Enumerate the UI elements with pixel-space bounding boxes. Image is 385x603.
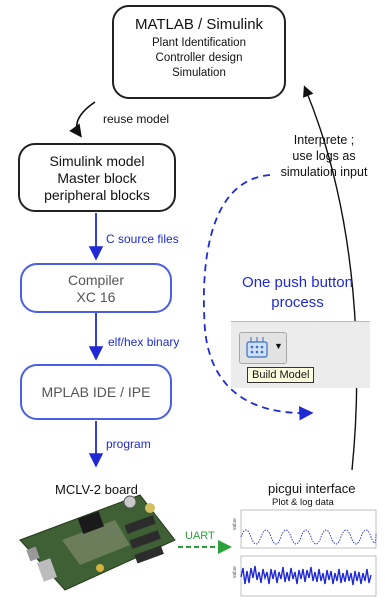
svg-text:value: value <box>232 566 238 578</box>
build-model-tooltip: Build Model <box>247 367 315 383</box>
dropdown-arrow-icon[interactable]: ▼ <box>274 341 283 351</box>
simulink-box: Simulink model Master block peripheral b… <box>18 143 176 212</box>
compiler-box: Compiler XC 16 <box>20 263 172 313</box>
matlab-line-3: Simulation <box>172 67 226 79</box>
simulink-line-1: Simulink model <box>49 153 145 169</box>
picgui-title: picgui interface <box>268 481 356 496</box>
mplab-title: MPLAB IDE / IPE <box>41 384 151 400</box>
c-source-label: C source files <box>106 232 179 246</box>
feedback-arc <box>303 85 358 471</box>
program-label: program <box>106 437 151 451</box>
matlab-box: MATLAB / Simulink Plant Identification C… <box>112 5 286 99</box>
build-model-button[interactable]: ▼ <box>239 332 287 364</box>
one-push-label: One push button process <box>215 273 380 313</box>
board-label: MCLV-2 board <box>55 482 138 497</box>
picgui-plots: value value <box>232 509 377 597</box>
board-image <box>19 494 176 591</box>
interprete-line-1: Interprete ; <box>293 133 355 147</box>
plot-top-trace <box>240 529 377 545</box>
svg-text:value: value <box>232 518 238 530</box>
interprete-label: Interprete ; use logs as simulation inpu… <box>265 132 383 180</box>
one-push-line-1: One push button <box>242 274 353 291</box>
simulink-line-2: Master block <box>57 170 137 186</box>
simulink-line-3: peripheral blocks <box>44 187 150 203</box>
picgui-subtitle: Plot & log data <box>272 497 334 508</box>
toolbar-snippet: ▼ Build Model <box>231 321 370 388</box>
matlab-title: MATLAB / Simulink <box>134 16 264 33</box>
build-icon <box>246 337 268 358</box>
reuse-arrow <box>69 101 96 138</box>
reuse-model-label: reuse model <box>103 112 170 126</box>
elf-label: elf/hex binary <box>108 335 180 349</box>
interprete-line-3: simulation input <box>280 165 368 179</box>
one-push-loop <box>202 174 314 421</box>
matlab-line-2: Controller design <box>155 52 243 64</box>
one-push-line-2: process <box>271 294 324 311</box>
mplab-box: MPLAB IDE / IPE <box>20 364 172 420</box>
compiler-line-2: XC 16 <box>76 289 116 305</box>
matlab-line-1: Plant Identification <box>152 37 246 49</box>
interprete-line-2: use logs as <box>292 149 356 163</box>
compiler-line-1: Compiler <box>67 272 124 288</box>
uart-label: UART <box>185 530 215 542</box>
plot-bottom-trace <box>240 565 372 586</box>
